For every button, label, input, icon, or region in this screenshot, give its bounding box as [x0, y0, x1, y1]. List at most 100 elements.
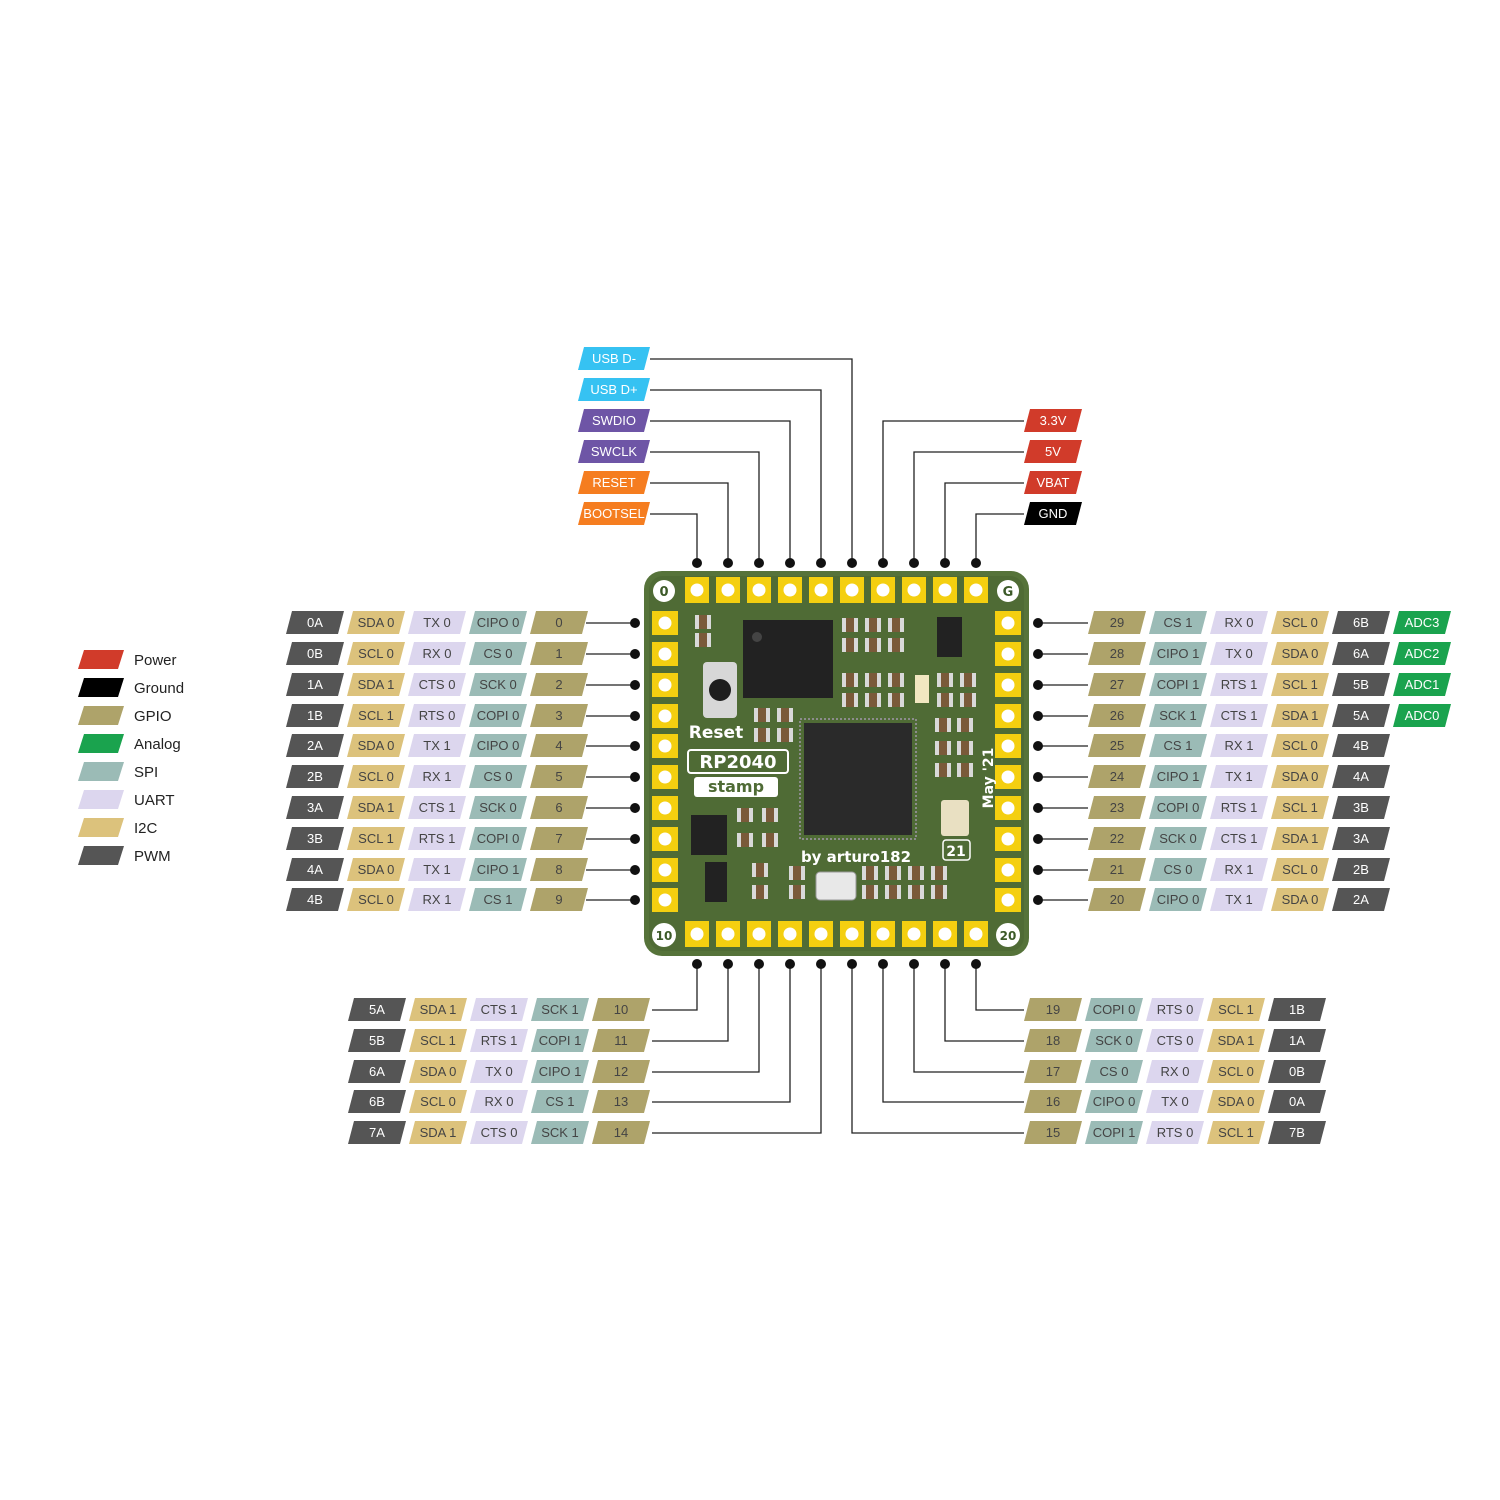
passive-component: [935, 718, 951, 732]
right-pin-9-label-2: TX 1: [1210, 888, 1268, 911]
left-pin-6-label-4-text: 6: [555, 800, 562, 815]
legend-label: UART: [134, 792, 175, 809]
bottom-right-pin-4-label-2-text: RTS 0: [1157, 1125, 1194, 1140]
right-pin-4-dot: [1033, 741, 1043, 751]
right-pin-3-label-1: SCK 1: [1149, 704, 1207, 727]
left-pin-1-label-1-text: SCL 0: [358, 646, 394, 661]
right-pin-2-label-4: 5B: [1332, 673, 1390, 696]
right-pin-8-label-1-text: CS 0: [1164, 862, 1193, 877]
mosfet-chip: [691, 815, 727, 855]
passive-component: [754, 708, 770, 722]
top-left-pin-1-label: USB D+: [578, 378, 650, 401]
legend-swatch: [78, 650, 124, 669]
right-pin-3-label-3: SDA 1: [1271, 704, 1329, 727]
top-left-pin-2-label: SWDIO: [578, 409, 650, 432]
bottom-left-pin-0-label-2-text: CTS 1: [481, 1002, 518, 1017]
pad-hole: [658, 616, 672, 630]
right-pin-9-label-0-text: 20: [1110, 892, 1124, 907]
bottom-left-pin-1-label-3: COPI 1: [531, 1029, 589, 1052]
top-right-pin-0-wire: [882, 420, 1024, 563]
right-pin-3-label-5-text: ADC0: [1405, 708, 1440, 723]
bottom-right-pin-4-label-4-text: 7B: [1289, 1125, 1305, 1140]
bottom-right-pin-1-label-2-text: CTS 0: [1157, 1033, 1194, 1048]
bottom-right-pin-0-label-4: 1B: [1268, 998, 1326, 1021]
top-left-pin-2-dot: [785, 558, 795, 568]
left-pin-0-label-2-text: TX 0: [423, 615, 450, 630]
top-left-pin-2-wire: [650, 420, 791, 563]
passive-component: [888, 693, 904, 707]
bottom-left-pin-4-label-1-text: SDA 1: [420, 1125, 457, 1140]
pad-hole: [876, 583, 890, 597]
passive-component: [842, 618, 858, 632]
left-pin-7-label-0-text: 3B: [307, 831, 323, 846]
right-pin-6-label-4: 3B: [1332, 796, 1390, 819]
bottom-right-pin-2-dot: [909, 959, 919, 969]
pad-hole: [658, 801, 672, 815]
right-pin-6-label-3-text: SCL 1: [1282, 800, 1318, 815]
bottom-left-pin-4-label-3: SCK 1: [531, 1121, 589, 1144]
pad-hole: [1001, 678, 1015, 692]
left-pin-7-label-3: COPI 0: [469, 827, 527, 850]
pad-hole: [658, 678, 672, 692]
bottom-left-pin-4-label-4-text: 14: [614, 1125, 628, 1140]
passive-component: [752, 863, 768, 877]
silk-name-box: [687, 749, 789, 774]
bottom-right-pin-4-dot: [847, 959, 857, 969]
pad-hole: [658, 739, 672, 753]
right-pin-4-label-4-text: 4B: [1353, 738, 1369, 753]
legend-label: I2C: [134, 820, 158, 837]
left-pin-9-label-2: RX 1: [408, 888, 466, 911]
left-pin-3-label-0: 1B: [286, 704, 344, 727]
right-pin-5-label-2-text: TX 1: [1225, 769, 1252, 784]
right-pin-0-label-4: 6B: [1332, 611, 1390, 634]
legend-item: Power: [78, 650, 177, 669]
bottom-left-pin-4-label-1: SDA 1: [409, 1121, 467, 1144]
svg-text:G: G: [1003, 585, 1014, 600]
bottom-left-pin-3-label-4: 13: [592, 1090, 650, 1113]
board: 0 G 10 20 Reset RP2040 stam: [644, 571, 1029, 956]
left-pin-4-label-2-text: TX 1: [423, 738, 450, 753]
right-pin-3-label-4-text: 5A: [1353, 708, 1369, 723]
bottom-right-pin-4-label-2: RTS 0: [1146, 1121, 1204, 1144]
left-pin-0-label-3: CIPO 0: [469, 611, 527, 634]
silk-by: by arturo182: [801, 848, 911, 866]
bottom-right-pin-0-label-2: RTS 0: [1146, 998, 1204, 1021]
left-pin-9-label-4: 9: [530, 888, 588, 911]
top-left-pin-3-label: SWCLK: [578, 440, 650, 463]
svg-text:0: 0: [659, 585, 668, 600]
bottom-left-pin-2-label-0-text: 6A: [369, 1064, 385, 1079]
pad-hole: [814, 927, 828, 941]
right-pin-1-label-3: SDA 0: [1271, 642, 1329, 665]
left-pin-4-label-3: CIPO 0: [469, 734, 527, 757]
right-pin-5-label-2: TX 1: [1210, 765, 1268, 788]
right-pin-6-label-0-text: 23: [1110, 800, 1124, 815]
status-led: [915, 675, 929, 703]
passive-component: [935, 741, 951, 755]
passive-component: [777, 728, 793, 742]
right-pin-2-dot: [1033, 680, 1043, 690]
passive-component: [888, 618, 904, 632]
top-left-pin-5-label-text: BOOTSEL: [583, 506, 644, 521]
left-pin-6-label-1-text: SDA 1: [358, 800, 395, 815]
left-pin-7-label-1: SCL 1: [347, 827, 405, 850]
right-pin-6-label-2: RTS 1: [1210, 796, 1268, 819]
right-pin-3-label-2: CTS 1: [1210, 704, 1268, 727]
top-left-pin-5-label: BOOTSEL: [578, 502, 650, 525]
passive-component: [862, 866, 878, 880]
rp2040-pins: [799, 718, 917, 840]
left-pin-8-label-4-text: 8: [555, 862, 562, 877]
bottom-right-pin-1-label-2: CTS 0: [1146, 1029, 1204, 1052]
bottom-left-pin-2-wire: [652, 964, 760, 1073]
right-pin-3-label-2-text: CTS 1: [1221, 708, 1258, 723]
right-pin-5-label-0: 24: [1088, 765, 1146, 788]
pad-hole: [845, 927, 859, 941]
pad-hole: [783, 927, 797, 941]
right-pin-7-label-4-text: 3A: [1353, 831, 1369, 846]
right-pin-6-label-1-text: COPI 0: [1157, 800, 1200, 815]
right-pin-8-label-4-text: 2B: [1353, 862, 1369, 877]
left-pin-1-label-3-text: CS 0: [484, 646, 513, 661]
legend-item: GPIO: [78, 706, 172, 725]
bottom-left-pin-1-label-4: 11: [592, 1029, 650, 1052]
right-pin-0-label-3-text: SCL 0: [1282, 615, 1318, 630]
left-pin-2-label-1: SDA 1: [347, 673, 405, 696]
